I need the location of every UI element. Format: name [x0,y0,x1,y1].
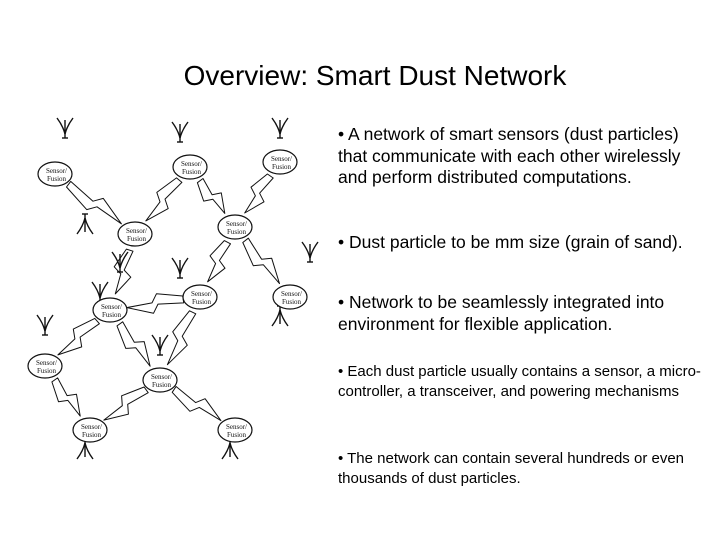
antenna-icon [151,334,169,356]
node-label: Sensor/ [226,423,247,431]
wireless-link-3 [244,173,274,214]
sensor-fusion-node: Sensor/Fusion [217,417,253,443]
bullet-network-scale: • The network can contain several hundre… [338,450,685,487]
node-label: Sensor/ [281,290,302,298]
wireless-link-7 [126,293,185,314]
wireless-link-1 [145,177,183,222]
antenna-icon [171,257,189,279]
antenna-icon [271,305,289,327]
node-label: Fusion [192,298,212,306]
antenna-icon [36,314,54,336]
node-label: Sensor/ [126,227,147,235]
wireless-link-12 [103,386,149,421]
wireless-link-5 [207,240,231,283]
bullet-network-definition: • A network of smart sensors (dust parti… [338,124,681,187]
antenna-icon [301,241,319,263]
node-label: Sensor/ [36,359,57,367]
wireless-link-13 [171,386,222,422]
wireless-link-0 [66,180,122,225]
antenna-icon [171,121,189,143]
sensor-fusion-node: Sensor/Fusion [117,221,153,247]
antenna-icon [271,117,289,139]
node-label: Sensor/ [101,303,122,311]
sensor-fusion-node: Sensor/Fusion [172,154,208,180]
sensor-fusion-node: Sensor/Fusion [142,367,178,393]
node-label: Sensor/ [81,423,102,431]
node-label: Fusion [282,298,302,306]
sensor-fusion-node: Sensor/Fusion [272,284,308,310]
antenna-icon [76,213,94,235]
antenna-icon [111,251,129,273]
node-label: Sensor/ [226,220,247,228]
sensor-fusion-node: Sensor/Fusion [27,353,63,379]
wireless-link-9 [57,317,100,356]
sensor-fusion-node: Sensor/Fusion [217,214,253,240]
sensor-fusion-node: Sensor/Fusion [182,284,218,310]
bullet-particle-size: • Dust particle to be mm size (grain of … [338,232,683,252]
node-label: Fusion [227,228,247,236]
wireless-link-4 [113,248,134,295]
node-label: Fusion [47,175,67,183]
node-label: Fusion [182,168,202,176]
antenna-icon [56,117,74,139]
sensor-fusion-node: Sensor/Fusion [92,297,128,323]
wireless-link-6 [242,237,280,285]
node-label: Fusion [152,381,172,389]
node-label: Fusion [82,431,102,439]
wireless-link-2 [196,178,226,214]
node-label: Fusion [272,163,292,171]
wireless-link-8 [166,310,197,366]
wireless-link-11 [51,377,81,417]
node-label: Sensor/ [151,373,172,381]
node-label: Fusion [37,367,57,375]
sensor-fusion-node: Sensor/Fusion [37,161,73,187]
node-label: Fusion [127,235,147,243]
sensor-fusion-node: Sensor/Fusion [262,149,298,175]
node-label: Sensor/ [46,167,67,175]
node-label: Fusion [227,431,247,439]
sensor-fusion-node: Sensor/Fusion [72,417,108,443]
slide-title: Overview: Smart Dust Network [183,60,567,91]
bullet-particle-components: • Each dust particle usually contains a … [338,363,701,400]
wireless-link-10 [116,321,151,367]
node-label: Sensor/ [191,290,212,298]
node-label: Sensor/ [271,155,292,163]
node-label: Sensor/ [181,160,202,168]
node-label: Fusion [102,311,122,319]
bullet-integration: • Network to be seamlessly integrated in… [338,292,665,334]
